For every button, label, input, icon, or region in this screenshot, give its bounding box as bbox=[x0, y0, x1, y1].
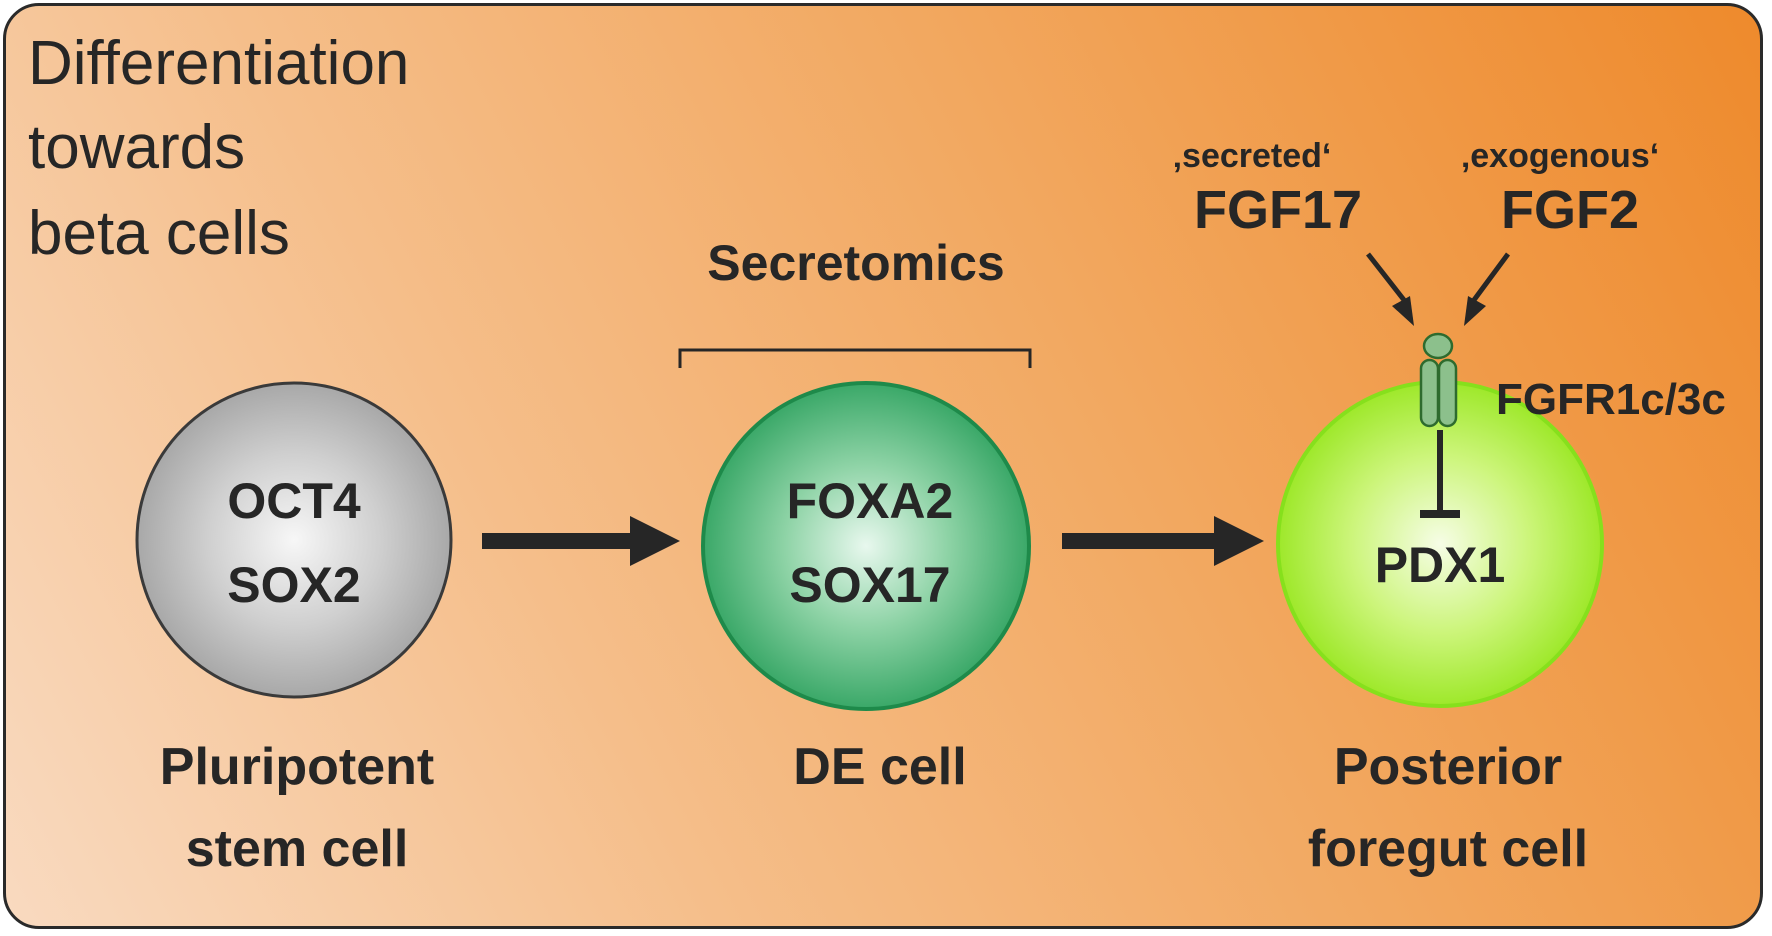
arrow-1-head bbox=[630, 516, 680, 566]
stem-cell-label-line-1: Pluripotent bbox=[160, 738, 434, 796]
de-cell-label: DE cell bbox=[793, 738, 966, 796]
marker-oct4: OCT4 bbox=[227, 473, 361, 529]
receptor-label: FGFR1c/3c bbox=[1496, 375, 1726, 424]
fgf2-qualifier: ‚exogenous‘ bbox=[1461, 137, 1659, 175]
marker-foxa2: FOXA2 bbox=[787, 473, 954, 529]
fgf2-arrow-head bbox=[1464, 296, 1486, 326]
secretomics-bracket bbox=[678, 348, 1032, 368]
fgf17-arrow-head bbox=[1392, 296, 1414, 326]
title-line-3: beta cells bbox=[28, 199, 290, 268]
secretomics-label: Secretomics bbox=[707, 235, 1004, 291]
fgf17-arrow-shaft bbox=[1366, 252, 1406, 302]
fgf2-label: FGF2 bbox=[1501, 180, 1639, 240]
fgf2-arrow-shaft bbox=[1471, 252, 1511, 302]
marker-pdx1: PDX1 bbox=[1375, 537, 1506, 593]
fgf17-label: FGF17 bbox=[1194, 180, 1362, 240]
foregut-cell-label-line-2: foregut cell bbox=[1308, 820, 1588, 878]
title-line-2: towards bbox=[28, 113, 245, 182]
foregut-cell-label-line-1: Posterior bbox=[1334, 738, 1562, 796]
fgf17-qualifier: ‚secreted‘ bbox=[1173, 137, 1332, 175]
fgfr-receptor-icon bbox=[1419, 332, 1458, 428]
arrow-2-head bbox=[1214, 516, 1264, 566]
de-cell bbox=[701, 381, 1031, 711]
stem-cell-label-line-2: stem cell bbox=[186, 820, 409, 878]
title-line-1: Differentiation bbox=[28, 29, 409, 98]
marker-sox17: SOX17 bbox=[789, 557, 950, 613]
pluripotent-stem-cell bbox=[135, 381, 453, 699]
marker-sox2: SOX2 bbox=[227, 557, 360, 613]
